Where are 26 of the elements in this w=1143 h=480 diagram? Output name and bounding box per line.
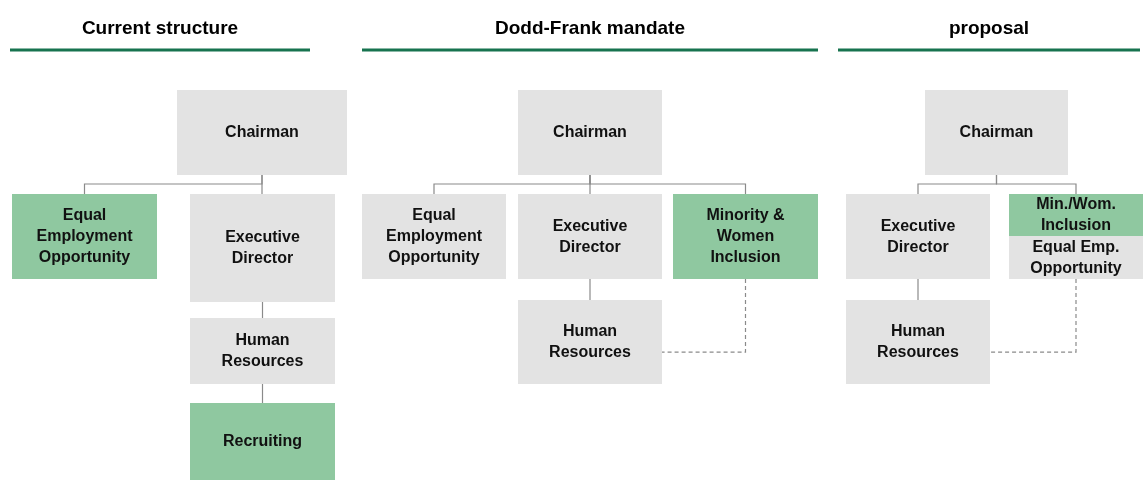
section-heading: Current structure bbox=[81, 16, 239, 40]
connector-line bbox=[261, 383, 264, 404]
org-box: Human Resources bbox=[190, 318, 335, 384]
section-heading: proposal bbox=[948, 16, 1030, 40]
org-box: Chairman bbox=[177, 90, 347, 175]
connector-line bbox=[589, 278, 591, 301]
org-box: Chairman bbox=[925, 90, 1068, 175]
org-box: Equal Emp. Opportunity bbox=[1009, 236, 1143, 279]
section-heading: Dodd-Frank mandate bbox=[495, 16, 685, 40]
connector-line bbox=[917, 278, 919, 301]
dashed-connector bbox=[661, 278, 747, 353]
org-box: Recruiting bbox=[190, 403, 335, 480]
org-box: Executive Director bbox=[190, 194, 335, 302]
org-box: Human Resources bbox=[846, 300, 990, 384]
org-box: Executive Director bbox=[846, 194, 990, 279]
connector-line bbox=[995, 174, 1077, 195]
org-box: Equal Employment Opportunity bbox=[12, 194, 157, 279]
dashed-connector bbox=[989, 278, 1077, 353]
org-box: Chairman bbox=[518, 90, 662, 175]
org-box: Equal Employment Opportunity bbox=[362, 194, 506, 279]
org-box: Human Resources bbox=[518, 300, 662, 384]
org-box: Minority & Women Inclusion bbox=[673, 194, 818, 279]
connector-line bbox=[261, 174, 263, 195]
org-box: Min./Wom. Inclusion bbox=[1009, 194, 1143, 236]
org-box: Executive Director bbox=[518, 194, 662, 279]
connector-line bbox=[589, 174, 747, 195]
